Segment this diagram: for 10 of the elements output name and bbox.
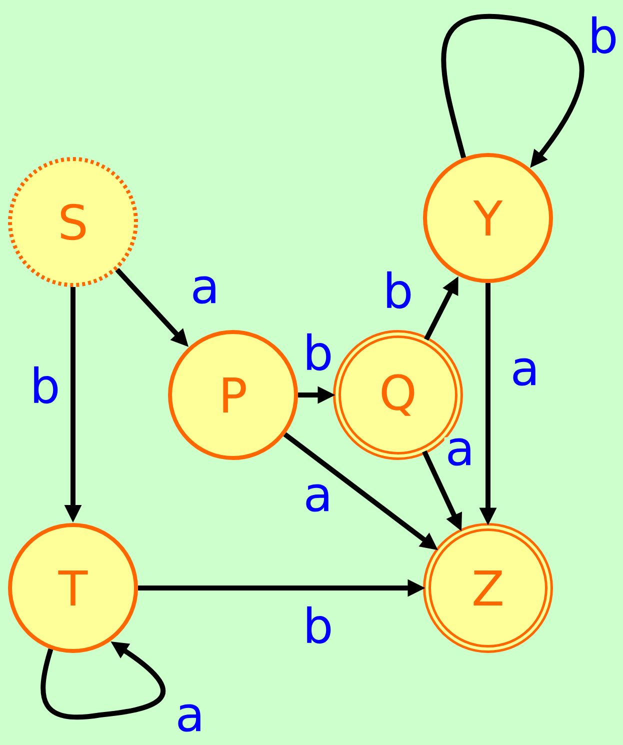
edge-label: b	[586, 15, 620, 55]
edge-label: a	[444, 437, 476, 467]
edge-label: a	[509, 357, 541, 387]
edge-label: b	[302, 605, 334, 645]
edge-label: b	[382, 270, 414, 310]
edge-label: a	[174, 703, 206, 733]
edge-label: a	[302, 483, 334, 513]
edge-label: b	[28, 365, 62, 405]
edge-label: a	[189, 275, 221, 305]
edge-label: b	[302, 332, 334, 372]
